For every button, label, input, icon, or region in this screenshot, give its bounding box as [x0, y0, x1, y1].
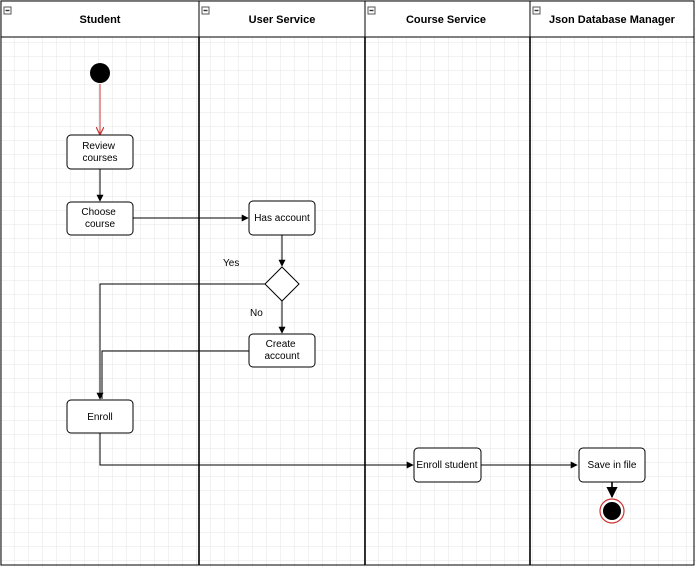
- lane-title-json-database-manager: Json Database Manager: [549, 14, 676, 26]
- node-label-line: course: [85, 219, 115, 230]
- svg-text:Enroll student: Enroll student: [416, 460, 477, 471]
- node-create-account[interactable]: Create account: [248, 333, 316, 368]
- minus-square-icon[interactable]: [532, 6, 541, 15]
- node-label-line: courses: [82, 153, 117, 164]
- node-label-line: Create: [266, 339, 296, 350]
- edge-label-no: No: [250, 308, 263, 319]
- svg-text:Review courses: Review courses: [82, 141, 118, 164]
- edge-enroll-to-enroll-student[interactable]: [99, 433, 414, 469]
- lane-title-user-service: User Service: [249, 14, 316, 26]
- node-label-line: account: [264, 351, 299, 362]
- decision-node[interactable]: [264, 266, 300, 302]
- node-enroll[interactable]: Enroll: [66, 399, 134, 434]
- node-label-line: Has account: [254, 213, 310, 224]
- node-choose-course[interactable]: Choose course: [66, 201, 134, 236]
- start-node[interactable]: [90, 63, 110, 83]
- node-label-line: Enroll student: [416, 460, 477, 471]
- minus-square-icon[interactable]: [201, 6, 210, 15]
- edges: [96, 84, 618, 499]
- edge-label-yes: Yes: [223, 258, 239, 269]
- svg-text:Choose course: Choose course: [81, 207, 118, 230]
- minus-square-icon[interactable]: [3, 6, 12, 15]
- node-review-courses[interactable]: Review courses: [66, 134, 134, 170]
- svg-text:Create account: Create account: [264, 339, 299, 362]
- node-label-line: Enroll: [87, 412, 113, 423]
- minus-square-icon[interactable]: [367, 6, 376, 15]
- node-save-in-file[interactable]: Save in file: [578, 447, 646, 483]
- svg-text:Has account: Has account: [254, 213, 310, 224]
- lane-title-course-service: Course Service: [406, 14, 486, 26]
- node-label-line: Choose: [81, 207, 116, 218]
- node-enroll-student[interactable]: Enroll student: [413, 447, 482, 483]
- node-has-account[interactable]: Has account: [248, 200, 316, 236]
- lane-header-student: [0, 0, 200, 38]
- svg-text:Save in file: Save in file: [588, 460, 637, 471]
- lane-header-course-service: [364, 0, 531, 38]
- lane-header-user-service: [198, 0, 366, 38]
- node-label-line: Review: [82, 141, 116, 152]
- lane-header-json-database-manager: [529, 0, 695, 38]
- lane-title-student: Student: [80, 14, 121, 26]
- end-node[interactable]: [599, 498, 625, 524]
- svg-text:Enroll: Enroll: [87, 412, 113, 423]
- edge-create-to-enroll[interactable]: [101, 350, 249, 399]
- edge-decision-yes-to-enroll[interactable]: [96, 283, 265, 400]
- node-label-line: Save in file: [588, 460, 637, 471]
